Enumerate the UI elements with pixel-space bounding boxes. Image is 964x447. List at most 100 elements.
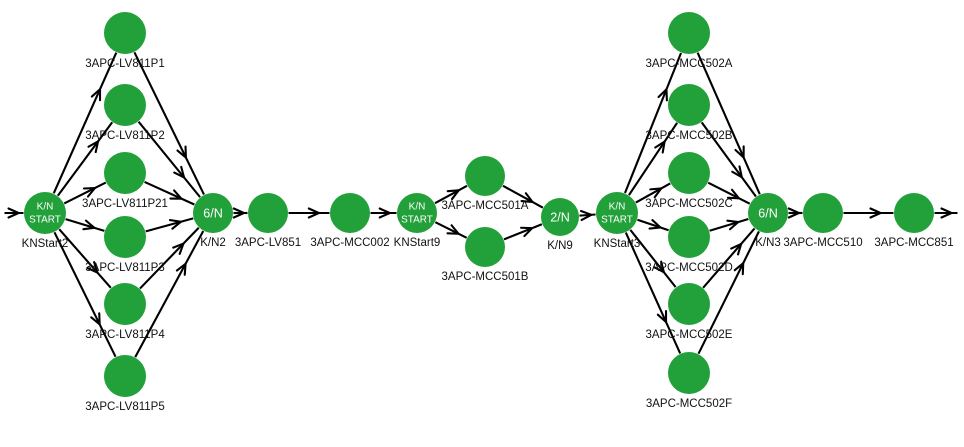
node-circle-mcc502d[interactable] bbox=[668, 216, 710, 258]
edge-mcc502a-to-kn3[interactable] bbox=[696, 52, 761, 195]
edge-arrowhead bbox=[940, 207, 953, 219]
node-mcc002[interactable]: 3APC-MCC002 bbox=[310, 193, 390, 249]
node-circle-lv851[interactable] bbox=[248, 193, 288, 233]
node-circle-knstart3[interactable] bbox=[596, 192, 638, 234]
node-circle-mcc502c[interactable] bbox=[668, 152, 710, 194]
node-circle-kn3[interactable] bbox=[748, 193, 788, 233]
node-mcc502a[interactable]: 3APC-MCC502A bbox=[646, 12, 733, 70]
node-lv811p3[interactable]: 3APC-LV811P3 bbox=[85, 216, 165, 274]
edge-mcc002-to-knstart9[interactable] bbox=[370, 207, 397, 219]
node-circle-knstart9[interactable] bbox=[397, 193, 437, 233]
node-lv811p21[interactable]: 3APC-LV811P21 bbox=[82, 152, 168, 210]
edge-lv811p3-to-kn2[interactable] bbox=[145, 217, 194, 233]
edge-kn3-to-mcc510[interactable] bbox=[787, 207, 803, 219]
node-circle-mcc502b[interactable] bbox=[668, 84, 710, 126]
edge-arrowhead bbox=[520, 192, 534, 204]
node-kn2[interactable]: 6/NK/N2 bbox=[193, 193, 233, 249]
edge-knstart3-to-mcc502c[interactable] bbox=[635, 182, 671, 204]
node-lv811p2[interactable]: 3APC-LV811P2 bbox=[85, 84, 165, 142]
edge-arrowhead bbox=[232, 207, 245, 219]
node-circle-lv811p1[interactable] bbox=[104, 12, 146, 54]
edge-mcc502f-to-kn3[interactable] bbox=[697, 230, 760, 355]
node-circle-mcc502e[interactable] bbox=[668, 283, 710, 325]
edge-knstart3-to-mcc502a[interactable] bbox=[624, 52, 682, 194]
edge-mcc502e-to-kn3[interactable] bbox=[702, 227, 756, 289]
edge-mcc501a-to-kn9[interactable] bbox=[502, 184, 544, 209]
node-caption-mcc502a: 3APC-MCC502A bbox=[646, 58, 733, 70]
node-mcc510[interactable]: 3APC-MCC510 bbox=[783, 193, 863, 249]
edge-knstart3-to-mcc502e[interactable] bbox=[629, 229, 677, 288]
edge-knstart2-to-lv811p5[interactable] bbox=[53, 231, 117, 358]
node-circle-mcc502f[interactable] bbox=[668, 352, 710, 394]
edge-knstart9-to-mcc501b[interactable] bbox=[434, 221, 468, 239]
node-inner-label-line2-knstart3: START bbox=[601, 215, 633, 226]
node-mcc502f[interactable]: 3APC-MCC502F bbox=[646, 352, 732, 410]
edge-arrowhead bbox=[446, 224, 460, 235]
edge-lv811p21-to-kn2[interactable] bbox=[144, 180, 195, 206]
edge-mcc510-to-mcc851[interactable] bbox=[843, 207, 894, 219]
node-circle-mcc002[interactable] bbox=[330, 193, 370, 233]
node-caption-mcc851: 3APC-MCC851 bbox=[874, 237, 953, 249]
node-kn9[interactable]: 2/N K/N9 bbox=[541, 198, 579, 252]
edge-arrowhead bbox=[734, 145, 745, 159]
edge-knstart9-to-mcc501a[interactable] bbox=[434, 184, 468, 205]
node-circle-mcc851[interactable] bbox=[894, 193, 934, 233]
node-circle-mcc501b[interactable] bbox=[465, 227, 505, 267]
node-mcc501a[interactable]: 3APC-MCC501A bbox=[442, 156, 529, 212]
edge-lv851-to-mcc002[interactable] bbox=[288, 207, 330, 219]
edge-knstart2-to-lv811p1[interactable] bbox=[52, 52, 118, 194]
node-lv811p4[interactable]: 3APC-LV811P4 bbox=[85, 283, 165, 341]
node-circle-knstart2[interactable] bbox=[24, 192, 66, 234]
node-circle-kn2[interactable] bbox=[193, 193, 233, 233]
edge-knstart2-to-lv811p4[interactable] bbox=[58, 228, 112, 289]
node-circle-lv811p3[interactable] bbox=[104, 216, 146, 258]
edge-mcc502b-to-kn3[interactable] bbox=[700, 121, 757, 198]
node-kn3[interactable]: 6/NK/N3 bbox=[748, 193, 788, 249]
edge-arrowhead bbox=[378, 207, 391, 219]
node-circle-kn9[interactable] bbox=[541, 198, 579, 236]
node-circle-mcc501a[interactable] bbox=[465, 156, 505, 196]
edge-mcc501b-to-kn9[interactable] bbox=[503, 223, 543, 241]
node-inner-label-line2-knstart9: START bbox=[401, 215, 433, 226]
edge-kn2-to-lv851[interactable] bbox=[232, 207, 248, 219]
node-mcc851[interactable]: 3APC-MCC851 bbox=[874, 193, 954, 249]
edge-knstart2-to-lv811p3[interactable] bbox=[65, 218, 105, 232]
node-caption-kn9: K/N9 bbox=[547, 240, 573, 252]
edge-knstart3-to-mcc502b[interactable] bbox=[628, 122, 678, 196]
node-circle-mcc502a[interactable] bbox=[668, 12, 710, 54]
edge-mcc502c-to-kn3[interactable] bbox=[707, 181, 751, 205]
edge-mcc851-to-exit-right[interactable] bbox=[934, 207, 958, 219]
node-mcc502e[interactable]: 3APC-MCC502E bbox=[646, 283, 733, 341]
node-inner-label-kn9: 2/N bbox=[550, 210, 569, 224]
edge-knstart3-to-mcc502f[interactable] bbox=[624, 232, 682, 354]
node-circle-mcc510[interactable] bbox=[803, 193, 843, 233]
edge-kn9-to-knstart3[interactable] bbox=[579, 209, 596, 222]
edge-lv811p2-to-kn2[interactable] bbox=[137, 121, 201, 198]
edge-lv811p4-to-kn2[interactable] bbox=[139, 227, 200, 290]
node-caption-lv811p21: 3APC-LV811P21 bbox=[82, 198, 168, 210]
node-circle-lv811p21[interactable] bbox=[104, 152, 146, 194]
node-mcc502d[interactable]: 3APC-MCC502D bbox=[645, 216, 733, 274]
node-circle-lv811p2[interactable] bbox=[104, 84, 146, 126]
node-lv811p1[interactable]: 3APC-LV811P1 bbox=[85, 12, 165, 70]
edge-entry-left-to-knstart2[interactable] bbox=[4, 207, 24, 219]
node-circle-lv811p4[interactable] bbox=[104, 283, 146, 325]
node-lv811p5[interactable]: 3APC-LV811P5 bbox=[85, 355, 165, 413]
node-mcc502b[interactable]: 3APC-MCC502B bbox=[646, 84, 733, 142]
node-mcc502c[interactable]: 3APC-MCC502C bbox=[645, 152, 733, 210]
node-lv851[interactable]: 3APC-LV851 bbox=[235, 193, 301, 249]
edge-lv811p5-to-kn2[interactable] bbox=[134, 230, 205, 358]
edge-mcc502d-to-kn3[interactable] bbox=[709, 217, 749, 232]
edge-knstart3-to-mcc502d[interactable] bbox=[637, 218, 669, 232]
node-circle-lv811p5[interactable] bbox=[104, 355, 146, 397]
node-inner-label-kn2: 6/N bbox=[203, 206, 222, 220]
edge-knstart2-to-lv811p2[interactable] bbox=[56, 121, 114, 197]
node-mcc501b[interactable]: 3APC-MCC501B bbox=[442, 227, 529, 283]
edge-arrowhead bbox=[82, 186, 97, 198]
edge-knstart2-to-lv811p21[interactable] bbox=[63, 181, 107, 205]
edge-lv811p1-to-kn2[interactable] bbox=[133, 51, 205, 196]
